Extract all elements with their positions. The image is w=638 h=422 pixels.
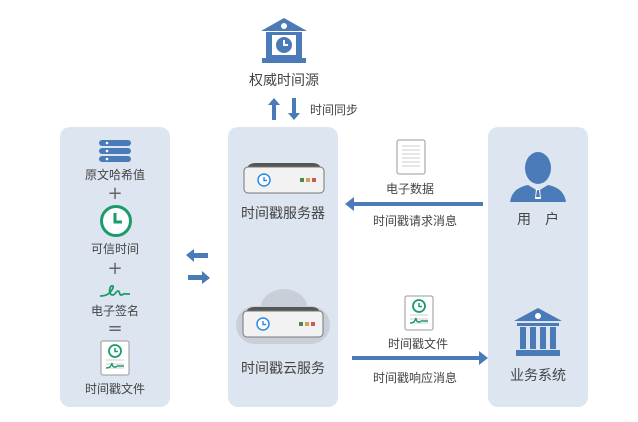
signature-icon: [99, 284, 130, 297]
server-label: 时间戳服务器: [241, 206, 325, 222]
cloud-label: 时间戳云服务: [241, 361, 325, 377]
clock-building-icon: [261, 18, 307, 63]
request-arrow: [345, 197, 483, 211]
document-icon: [396, 139, 426, 175]
plus-sign: +: [107, 258, 123, 279]
exchange-arrows-icon: [186, 249, 210, 284]
request-label: 时间戳请求消息: [372, 214, 457, 228]
timestamp-file-label: 时间戳文件: [84, 382, 145, 396]
business-label: 业务系统: [510, 368, 566, 384]
response-arrow: [352, 351, 488, 365]
data-label: 电子数据: [385, 182, 434, 196]
cloud-server-icon: [236, 289, 330, 344]
database-icon: [99, 140, 131, 162]
server-icon: [243, 163, 325, 194]
authority-label: 权威时间源: [249, 73, 319, 89]
clock-icon: [100, 205, 132, 237]
trusted-time-label: 可信时间: [90, 242, 139, 256]
user-label: 用 户: [517, 212, 559, 228]
timestamp-file-icon: [404, 295, 434, 331]
user-icon: [510, 152, 566, 202]
file-label: 时间戳文件: [387, 337, 448, 351]
timestamp-file-icon: [100, 340, 130, 376]
response-label: 时间戳响应消息: [372, 371, 457, 385]
hash-label: 原文哈希值: [84, 168, 145, 182]
signature-label: 电子签名: [90, 304, 139, 318]
sync-arrows-icon: [268, 98, 300, 120]
bank-icon: [514, 308, 562, 356]
plus-sign: +: [107, 183, 123, 204]
equals-sign: =: [107, 318, 123, 339]
sync-label: 时间同步: [310, 103, 359, 117]
